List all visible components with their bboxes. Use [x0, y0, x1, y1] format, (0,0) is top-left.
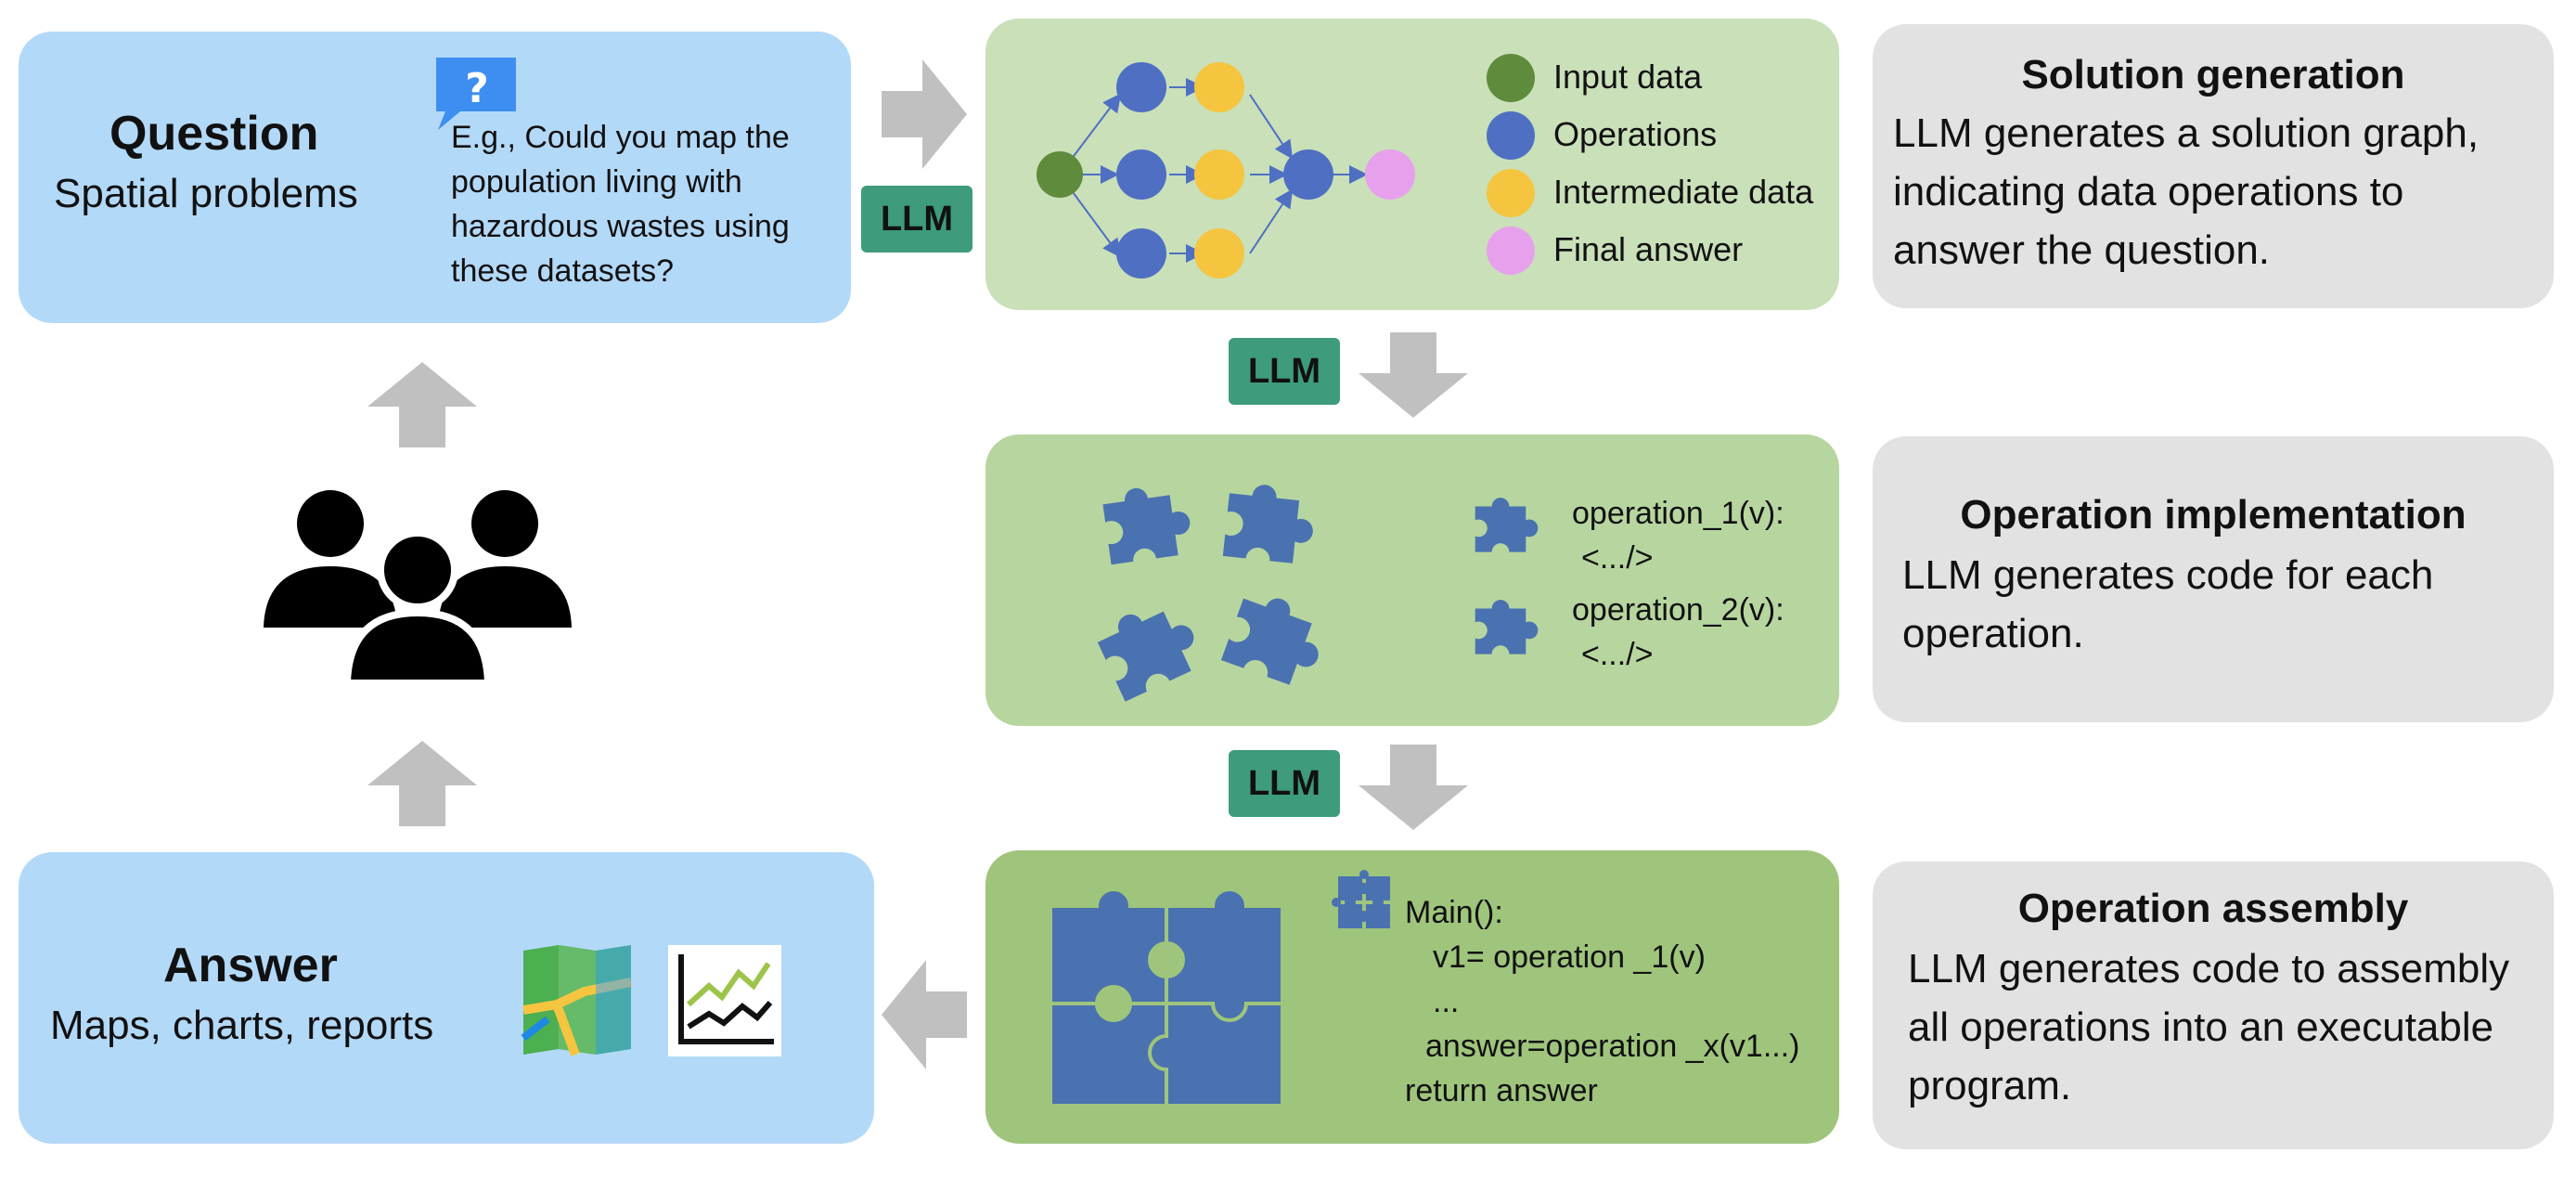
operation-node — [1283, 149, 1333, 200]
step-text: LLM generates code for each operation. — [1902, 552, 2434, 656]
answer-box: Answer Maps, charts, reports — [19, 852, 874, 1144]
operation-1-body: <.../> — [1581, 540, 1654, 576]
question-example: E.g., Could you map the population livin… — [451, 120, 790, 289]
assembled-puzzle-icon — [1049, 887, 1284, 1108]
down-arrow — [1359, 745, 1468, 830]
question-title: Question — [109, 107, 319, 161]
code-line: answer=operation _x(v1...) — [1425, 1029, 1800, 1064]
puzzle-icon — [1475, 600, 1539, 654]
step-text: LLM generates a solution graph, indicati… — [1893, 110, 2479, 273]
legend-swatch — [1487, 111, 1535, 160]
solution-graph — [1037, 62, 1415, 279]
question-subtitle: Spatial problems — [54, 171, 358, 216]
question-box: Question Spatial problems ? E.g., Could … — [19, 32, 851, 323]
left-arrow — [882, 960, 967, 1069]
llm-badge-3: LLM — [1229, 750, 1340, 817]
right-arrow — [882, 59, 967, 169]
puzzle-icon — [1222, 485, 1313, 564]
step-operation-implementation: Operation implementation LLM generates c… — [1873, 436, 2554, 722]
question-bubble-icon: ? — [436, 58, 516, 130]
final-node — [1365, 149, 1415, 200]
input-node — [1037, 151, 1083, 198]
up-arrow — [367, 362, 477, 447]
intermediate-node — [1194, 62, 1244, 112]
step-title: Solution generation — [2021, 52, 2405, 97]
step-text: LLM generates code to assembly all opera… — [1908, 946, 2510, 1108]
puzzle-cluster-icon — [1332, 870, 1390, 928]
answer-subtitle: Maps, charts, reports — [50, 1003, 434, 1048]
users-group-icon — [264, 490, 572, 687]
llm-badge-1: LLM — [861, 186, 972, 253]
llm-badge-2: LLM — [1229, 338, 1340, 405]
legend-label: Input data — [1553, 58, 1703, 96]
operation-2-body: <.../> — [1581, 637, 1654, 672]
map-icon — [521, 945, 632, 1056]
puzzle-icon — [1097, 611, 1194, 702]
legend-label: Final answer — [1553, 230, 1744, 268]
intermediate-node — [1194, 228, 1244, 279]
legend-swatch — [1487, 227, 1535, 275]
step-title: Operation implementation — [1960, 492, 2467, 538]
solution-graph-panel: Input data Operations Intermediate data … — [985, 19, 1839, 310]
operation-node — [1116, 228, 1166, 279]
code-line: return answer — [1405, 1073, 1598, 1108]
puzzle-icon — [1102, 487, 1191, 565]
step-operation-assembly: Operation assembly LLM generates code to… — [1873, 862, 2554, 1149]
step-solution-generation: Solution generation LLM generates a solu… — [1873, 24, 2554, 308]
legend-swatch — [1487, 169, 1535, 217]
puzzle-icon — [1475, 498, 1539, 552]
up-arrow — [367, 741, 477, 826]
code-line: v1= operation _1(v) — [1433, 939, 1706, 975]
legend-label: Operations — [1553, 115, 1718, 153]
answer-title: Answer — [163, 939, 338, 992]
step-title: Operation assembly — [2017, 886, 2409, 931]
legend-swatch — [1487, 54, 1535, 102]
line-chart-icon — [668, 945, 781, 1056]
down-arrow — [1359, 332, 1468, 418]
operation-node — [1116, 149, 1166, 200]
operation-implementation-panel: operation_1(v): <.../> operation_2(v): <… — [985, 434, 1839, 726]
legend-label: Intermediate data — [1553, 173, 1814, 211]
intermediate-node — [1194, 149, 1244, 200]
code-line: Main(): — [1405, 895, 1503, 930]
operation-node — [1116, 62, 1166, 112]
puzzle-icon — [1220, 598, 1319, 685]
operation-2-signature: operation_2(v): — [1572, 592, 1784, 628]
operation-assembly-panel: Main(): v1= operation _1(v) ... answer=o… — [985, 850, 1839, 1144]
code-line: ... — [1433, 984, 1460, 1019]
operation-1-signature: operation_1(v): — [1572, 496, 1784, 531]
svg-text:?: ? — [465, 65, 489, 112]
